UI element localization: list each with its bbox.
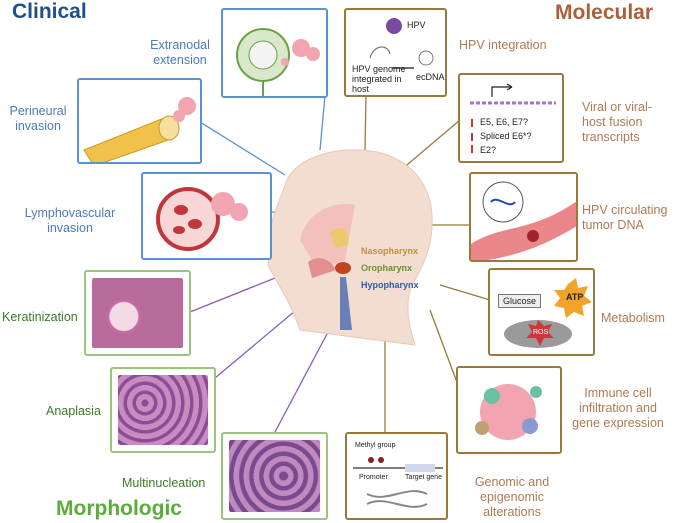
transcript-icon [470,83,556,153]
fusion-line-2: Spliced E6*? [480,131,532,141]
dna-methylation-icon [353,457,443,508]
hpv-integration-box: HPV HPV genome integrated in host ecDNA [344,8,447,97]
ros-label: ROS [533,329,549,336]
perineural-box [77,78,202,164]
mitochondria-icon [504,278,592,348]
label-extranodal: Extranodal extension [150,38,210,67]
nasal-cavity [300,204,355,270]
label-lymphovascular: Lymphovascular invasion [24,206,116,235]
header-morphologic: Morphologic [56,497,182,520]
header-clinical: Clinical [12,0,87,23]
keratinization-histology-image [92,278,183,348]
anaplasia-box [110,367,216,453]
connector-perineural [199,121,286,176]
keratinization-box [84,270,191,356]
fusion-transcripts-box: E5, E6, E7? Spliced E6*? E2? [458,73,564,163]
label-fusion: Viral or viral-host fusion transcripts [582,100,652,144]
connector-metabolism [439,284,491,301]
label-nasopharynx: Nasopharynx [361,246,419,256]
hpv-label: HPV [407,20,426,30]
anaplasia-histology-image [118,375,208,445]
tongue [308,258,336,278]
hpv-genome-label: HPV genome integrated in host [352,64,406,94]
glucose-label: Glucose [498,294,542,308]
extranodal-box [221,8,328,98]
multinucleation-histology-image [229,440,320,512]
metabolism-box: Glucose ATP ROS [488,268,595,356]
circulating-dna-box [469,172,578,262]
connector-immune [429,309,459,386]
label-circulating: HPV circulating tumor DNA [582,203,668,232]
genomic-box: Methyl group Promoter Target gene [345,432,448,520]
oropharynx-region [335,262,351,274]
label-anaplasia: Anaplasia [46,404,101,418]
target-gene-label: Target gene [405,474,442,481]
lymph-node-icon [236,28,320,96]
lymphovascular-box [141,172,272,260]
fusion-line-3: E2? [480,145,497,155]
label-perineural: Perineural invasion [9,104,67,133]
immune-box [456,366,562,454]
nerve-icon [83,97,196,162]
ecdna-label: ecDNA [416,72,445,82]
label-hpv-integration: HPV integration [459,38,547,52]
promoter-label: Promoter [359,474,388,481]
methyl-label: Methyl group [355,442,396,449]
fusion-line-1: E5, E6, E7? [480,117,529,127]
label-oropharynx: Oropharynx [361,263,413,273]
hpv-virus-icon [369,18,434,69]
label-hypopharynx: Hypopharynx [361,280,419,290]
atp-label: ATP [566,292,584,302]
vessel-icon [156,187,248,251]
label-keratinization: Keratinization [2,310,78,324]
label-immune: Immune cell infiltration and gene expres… [572,386,664,430]
label-metabolism: Metabolism [601,311,665,325]
header-molecular: Molecular [555,1,654,24]
nasopharynx-region [330,228,349,248]
immune-cells-icon [475,384,542,440]
connector-extranodal [319,95,326,151]
label-multinucleation: Multinucleation [122,476,206,490]
label-genomic: Genomic and epigenomic alterations [474,475,550,519]
hypopharynx-region [340,277,352,330]
connector-hpv-integration [364,94,367,151]
multinucleation-box [221,432,328,520]
blood-vessel-dna-icon [471,181,576,260]
